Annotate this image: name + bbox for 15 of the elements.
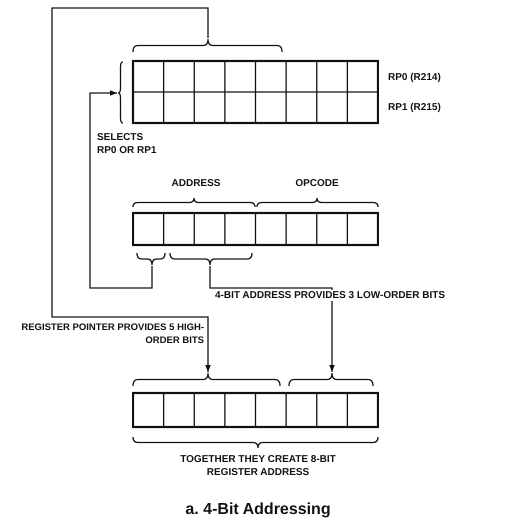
- arrow: [51, 7, 211, 372]
- arrow: [89, 90, 153, 289]
- register-label: RP1 (R215): [388, 101, 441, 114]
- field-label: OPCODE: [294, 177, 340, 190]
- register-drawing: [132, 372, 379, 449]
- register-drawing: [132, 197, 379, 266]
- field-label: ADDRESS: [170, 177, 222, 190]
- arrow: [209, 266, 335, 372]
- register-drawing: [117, 38, 379, 125]
- figure-caption: a. 4-Bit Addressing: [184, 500, 332, 519]
- register-label: RP0 (R214): [388, 71, 441, 84]
- edge-label: SELECTS RP0 OR RP1: [97, 131, 158, 157]
- edge-label: REGISTER POINTER PROVIDES 5 HIGH-ORDER BITS: [20, 321, 204, 347]
- edge-label: 4-BIT ADDRESS PROVIDES 3 LOW-ORDER BITS: [215, 290, 446, 301]
- brace-caption: TOGETHER THEY CREATE 8-BIT REGISTER ADDRESS: [179, 453, 337, 479]
